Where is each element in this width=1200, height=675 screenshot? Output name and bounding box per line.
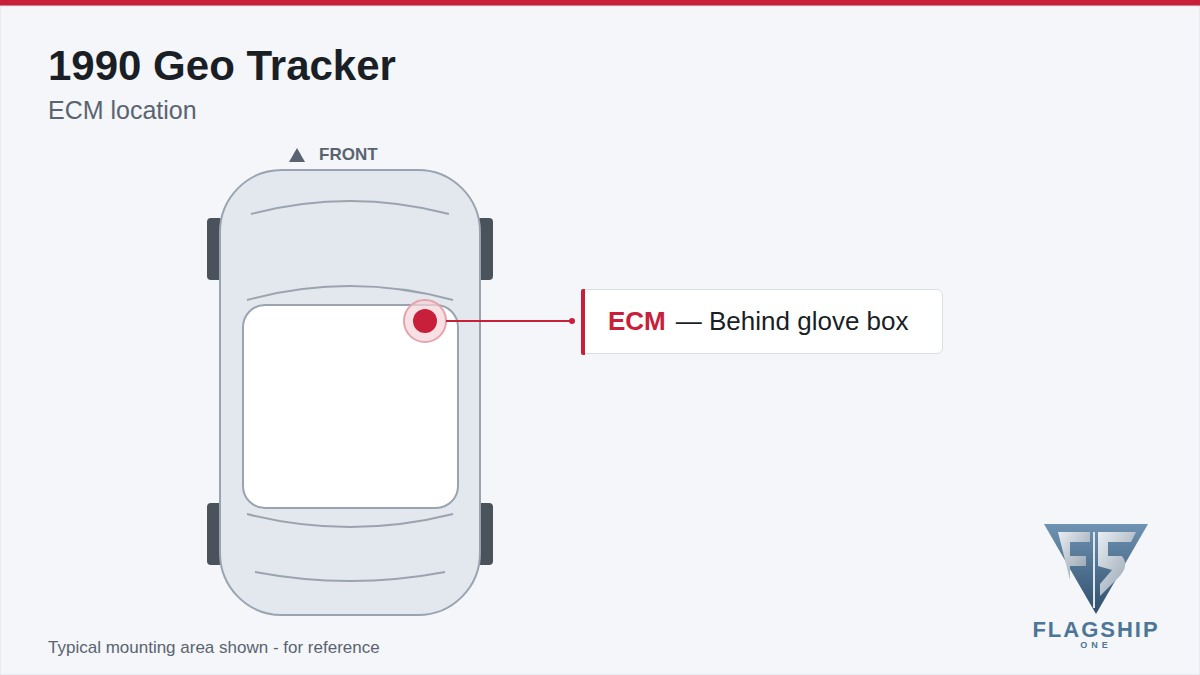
marker-halo bbox=[404, 300, 446, 342]
logo-mark bbox=[1044, 524, 1148, 614]
component-name: ECM bbox=[608, 306, 666, 337]
windshield-line bbox=[247, 286, 453, 300]
front-arrow bbox=[289, 148, 305, 162]
component-location: — Behind glove box bbox=[676, 306, 909, 337]
callout-text: ECM — Behind glove box bbox=[582, 306, 929, 337]
background bbox=[0, 6, 1200, 675]
front-label: FRONT bbox=[319, 145, 378, 165]
tailgate-line bbox=[255, 572, 445, 581]
ecm-marker bbox=[413, 309, 437, 333]
logo-subtext: ONE bbox=[1080, 640, 1112, 650]
footnote: Typical mounting area shown - for refere… bbox=[48, 638, 380, 658]
callout-accent bbox=[581, 289, 585, 355]
top-bar bbox=[0, 0, 1200, 6]
logo-wordmark: FLAGSHIP bbox=[1032, 617, 1159, 642]
rear-window-line bbox=[247, 514, 453, 527]
title: 1990 Geo Tracker bbox=[48, 42, 396, 90]
subtitle: ECM location bbox=[48, 96, 197, 125]
hood-line bbox=[251, 201, 449, 214]
car-body bbox=[220, 170, 480, 615]
leader-end bbox=[569, 318, 575, 324]
leader-line bbox=[446, 320, 570, 322]
callout-box: ECM — Behind glove box bbox=[581, 289, 943, 354]
